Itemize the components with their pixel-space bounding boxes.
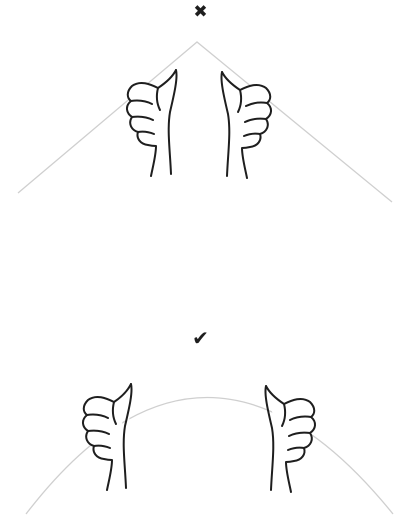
right-thumbs-up-hand-icon <box>221 72 271 178</box>
check-icon: ✔ <box>0 328 401 348</box>
incorrect-diagram <box>0 0 401 250</box>
angular-guide-line <box>18 42 392 202</box>
left-thumbs-up-hand-icon <box>83 384 132 490</box>
right-thumbs-up-hand-icon <box>265 386 315 492</box>
left-thumbs-up-hand-icon <box>127 70 177 176</box>
correct-example: ✔ <box>0 316 401 516</box>
cross-icon: ✖ <box>0 4 401 21</box>
arc-guide-line <box>26 398 393 515</box>
incorrect-example: ✖ <box>0 0 401 250</box>
